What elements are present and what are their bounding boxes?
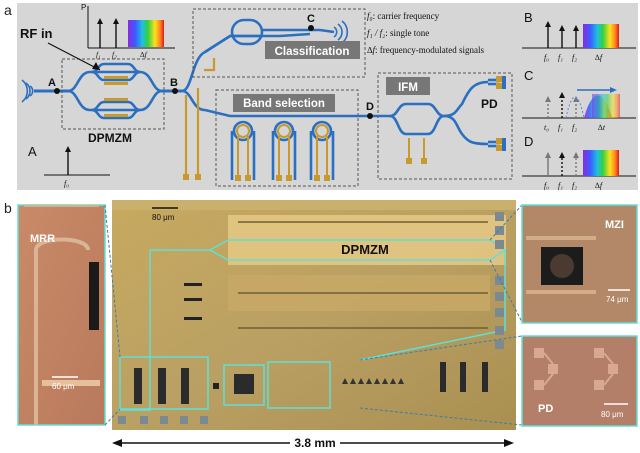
svg-text:∆f: frequency-modulated signal: ∆f: frequency-modulated signals (367, 45, 484, 55)
pd-scale-label: 80 μm (601, 410, 624, 419)
spectrum-d-tick-f2: f₂ (572, 181, 577, 190)
spectrum-b-tick-f2: f₂ (572, 53, 577, 62)
legend-symbol-f0: f₀ (367, 11, 373, 21)
dpmzm-waveguides (67, 62, 163, 120)
pd-inset: PD 80 μm (521, 335, 638, 427)
spectrum-c-tick-t0: t₀ (544, 123, 549, 132)
classification-ring (204, 18, 320, 54)
band-selection-rings (230, 120, 335, 180)
spectrum-c-tick-f1: f₁ (558, 123, 563, 132)
mzi-inset: MZI 74 μm (521, 204, 638, 324)
spectrum-c-label: C (524, 68, 533, 83)
spectrum-b: B f₀ f₁ f₂ ∆f (522, 10, 636, 62)
ifm-box (377, 72, 513, 180)
band-selection-pads (235, 175, 330, 181)
classification-out-waveguide (319, 28, 335, 34)
spectrum-d: D f₀ f₁ f₂ ∆f (522, 134, 636, 190)
spectrum-axis-p: P (81, 3, 86, 12)
inset-tick-f2: f₂ (112, 50, 117, 59)
point-c-dot (308, 25, 314, 31)
dpmzm-electrodes (104, 76, 128, 117)
point-a-label: A (48, 77, 56, 89)
point-b-label: B (170, 77, 178, 89)
spectrum-d-tick-f0: f₀ (544, 181, 549, 190)
spectrum-b-label: B (524, 10, 533, 25)
ifm-waveguides (378, 78, 500, 148)
mzi-label: MZI (605, 219, 624, 231)
chip-width-dimension: 3.8 mm (112, 435, 514, 450)
mzi-scale-label: 74 μm (606, 295, 629, 304)
spectrum-d-tick-df: ∆f (595, 181, 604, 190)
legend-symbol-df: ∆f (367, 45, 377, 55)
classification-label-bg (265, 41, 360, 59)
pd-label-a: PD (481, 97, 498, 111)
classification-label: Classification (275, 46, 350, 58)
ifm-label-bg (386, 77, 430, 95)
spectrum-a-tick-f0: f₀ (64, 179, 69, 188)
splitter-electrodes (184, 58, 216, 178)
legend: f₀: carrier frequency f₁ / f₂: single to… (367, 11, 484, 55)
rf-in-label: RF in (20, 26, 53, 41)
panel-a-label: a (4, 2, 12, 18)
ifm-pad-1 (406, 158, 412, 164)
spectrum-a: A f₀ (28, 144, 110, 188)
legend-symbol-f1f2: f₁ / f₂ (367, 28, 385, 38)
inset-connectors (104, 204, 523, 426)
pd-bottom (496, 138, 506, 151)
point-d-label: D (366, 101, 374, 113)
svg-text:f₀: carrier frequency: f₀: carrier frequency (367, 11, 440, 21)
point-c-label: C (307, 13, 315, 25)
splitter-pad-2 (195, 174, 201, 180)
input-antenna-icon (21, 79, 34, 103)
svg-text:f₁ / f₂: single tone: f₁ / f₂: single tone (367, 28, 429, 38)
band-selection-label-bg (233, 94, 335, 112)
ifm-pad-2 (421, 158, 427, 164)
splitter-pad-1 (183, 174, 189, 180)
classification-box (192, 8, 366, 78)
pd-label-b: PD (538, 403, 553, 415)
dpmzm-box (61, 58, 165, 130)
mrr-inset: MRR 60 μm (17, 204, 106, 426)
mrr-scale-label: 60 μm (52, 382, 75, 391)
spectrum-c: C t₀ f₁ f₂ ∆t (522, 68, 636, 132)
spectrum-a-label: A (28, 144, 37, 159)
rf-in-arrow (47, 42, 101, 71)
point-a-dot (54, 88, 60, 94)
spectrum-b-tick-f0: f₀ (544, 53, 549, 62)
spectrum-d-tick-f1: f₁ (558, 181, 563, 190)
point-b-dot (172, 88, 178, 94)
dpmzm-label: DPMZM (88, 131, 132, 145)
spectrum-d-label: D (524, 134, 533, 149)
mrr-label: MRR (30, 233, 55, 245)
rf-spectrum-inset: P f₁ f₂ ∆f (81, 3, 175, 59)
legend-text-df: : frequency-modulated signals (375, 45, 484, 55)
point-d-dot (367, 113, 373, 119)
spectrum-c-tick-f2: f₂ (572, 123, 577, 132)
ifm-electrodes (408, 138, 425, 160)
spectrum-c-tick-dt: ∆t (598, 123, 606, 132)
legend-text-f1f2: : single tone (385, 28, 429, 38)
chip-width-label: 3.8 mm (294, 436, 335, 450)
panel-b-label: b (4, 200, 12, 216)
rf-in-arrowhead (92, 62, 100, 70)
chip-micrograph: DPMZM 80 μm (112, 200, 516, 430)
chip-dpmzm-label: DPMZM (341, 242, 389, 257)
band-selection-box (215, 89, 359, 187)
band-selection-label: Band selection (243, 98, 325, 110)
chip-scale-label: 80 μm (152, 213, 175, 222)
inset-tick-df: ∆f (140, 50, 148, 59)
pd-top (496, 76, 506, 89)
spectrum-b-tick-f1: f₁ (558, 53, 563, 62)
ifm-label: IFM (398, 82, 418, 94)
band-selection-heaters (236, 124, 329, 178)
inset-tick-f1: f₁ (96, 50, 101, 59)
spectrum-b-tick-df: ∆f (595, 53, 604, 62)
legend-text-f0: : carrier frequency (373, 11, 440, 21)
